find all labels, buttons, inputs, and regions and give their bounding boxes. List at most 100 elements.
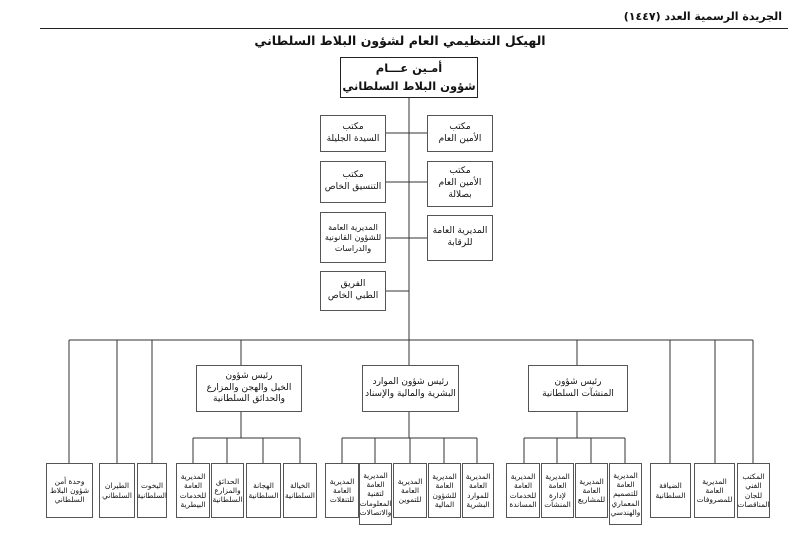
unit-15-line1: المديرية	[579, 476, 604, 486]
unit-9-line3: لتقنية	[367, 489, 384, 499]
head-middle-line2: البشرية والمالية والإسناد	[365, 388, 456, 399]
unit-10-line2: العامة	[400, 485, 420, 495]
oversight-directorate-box: المديرية العامة للرقابة	[427, 215, 493, 261]
unit-9-line2: العامة	[366, 480, 385, 490]
office-coordination-line1: مكتب	[342, 170, 364, 181]
unit-18-line2: العامة	[705, 485, 724, 495]
unit-7-line2: السلطانية	[285, 490, 315, 500]
head-royal-facilities-box: رئيس شؤون المنشآت السلطانية	[528, 365, 628, 412]
unit-9-line5: والاتصالات	[359, 507, 392, 517]
office-coordination-line2: التنسيق الخاص	[324, 182, 382, 192]
unit-royal-yachts-box: اليخوت السلطانية	[137, 463, 167, 518]
secretary-general-box: أمـين عـــام شؤون البلاط السلطاني	[340, 57, 478, 98]
oversight-line1: المديرية العامة	[432, 226, 488, 237]
unit-3-line1: اليخوت	[140, 481, 164, 491]
office-lady-line1: مكتب	[342, 121, 364, 132]
unit-8-line3: للتنقلات	[329, 495, 355, 505]
unit-16-line4: المعماري	[611, 498, 640, 508]
unit-6-line1: الهجانة	[253, 481, 274, 491]
unit-royal-flight-box: الطيران السلطاني	[99, 463, 135, 518]
unit-4-line1: المديرية	[180, 472, 206, 482]
unit-19-line1: المكتب	[742, 472, 765, 482]
unit-15-line3: للمشاريع	[577, 495, 606, 505]
secretary-general-subtitle: شؤون البلاط السلطاني	[342, 78, 476, 93]
office-salalah-line1: مكتب	[449, 166, 471, 177]
head-right-line2: المنشآت السلطانية	[542, 388, 614, 399]
head-left-line1: رئيس شؤون	[225, 370, 273, 381]
unit-2-line2: السلطاني	[102, 490, 132, 500]
legal-affairs-directorate-box: المديرية العامة للشؤون القانونية والدراس…	[320, 212, 386, 263]
legal-line1: المديرية العامة	[328, 222, 378, 233]
unit-11-line4: المالية	[434, 499, 455, 509]
unit-17-line2: السلطانية	[655, 490, 686, 500]
unit-7-line1: الخيالة	[290, 481, 310, 491]
unit-transport-box: المديرية العامة للتنقلات	[325, 463, 359, 518]
unit-9-line1: المديرية	[363, 471, 388, 481]
unit-5-line1: الحدائق	[215, 476, 240, 486]
unit-4-line3: للخدمات	[179, 490, 207, 500]
unit-3-line2: السلطانية	[137, 490, 167, 500]
office-salalah-line3: بصلالة	[448, 189, 472, 200]
unit-11-line1: المديرية	[432, 472, 457, 482]
unit-16-line3: للتصميم	[613, 489, 638, 499]
unit-16-line1: المديرية	[613, 471, 638, 481]
office-secretary-general-box: مكتب الأمين العام	[427, 115, 493, 152]
office-lady-line2: السيدة الجليلة	[326, 133, 380, 144]
unit-19-line2: الفني	[745, 481, 762, 491]
head-middle-line1: رئيس شؤون الموارد	[372, 376, 449, 387]
unit-veterinary-box: المديرية العامة للخدمات البيطرية	[176, 463, 210, 518]
head-left-line3: والحدائق السلطانية	[213, 394, 285, 405]
unit-cavalry-box: الخيالة السلطانية	[283, 463, 317, 518]
secretary-general-title: أمـين عـــام	[375, 61, 443, 76]
office-sg-line2: الأمين العام	[438, 133, 482, 144]
unit-19-line3: للجان	[744, 490, 763, 500]
office-salalah-line2: الأمين العام	[438, 178, 482, 189]
unit-14-line1: المديرية	[545, 472, 570, 482]
unit-royal-hospitality-box: الضيافة السلطانية	[650, 463, 691, 518]
unit-16-line2: العامة	[616, 480, 635, 490]
unit-camel-corps-box: الهجانة السلطانية	[246, 463, 281, 518]
chart-title: الهيكل التنظيمي العام لشؤون البلاط السلط…	[254, 33, 546, 48]
unit-4-line4: البيطرية	[180, 499, 206, 509]
unit-19-line4: المناقصات	[737, 499, 770, 509]
legal-line2: للشؤون القانونية	[324, 232, 382, 243]
unit-security-box: وحدة أمن شؤون البلاط السلطاني	[46, 463, 93, 518]
head-left-line2: الخيل والهجن والمزارع	[206, 382, 292, 393]
unit-16-line5: والهندسي	[610, 507, 641, 517]
unit-13-line1: المديرية	[510, 472, 536, 482]
unit-12-line2: العامة	[468, 481, 488, 491]
unit-architectural-design-box: المديرية العامة للتصميم المعماري والهندس…	[609, 463, 642, 525]
office-sg-salalah-box: مكتب الأمين العام بصلالة	[427, 161, 493, 207]
unit-facilities-management-box: المديرية العامة لإدارة المنشآت	[541, 463, 574, 518]
unit-9-line4: المعلومات	[359, 498, 392, 508]
unit-13-line3: للخدمات	[509, 490, 537, 500]
oversight-line2: للرقابة	[447, 238, 473, 248]
unit-12-line1: المديرية	[465, 472, 491, 482]
unit-2-line1: الطيران	[104, 481, 130, 491]
unit-finance-box: المديرية العامة للشؤون المالية	[428, 463, 461, 518]
unit-projects-box: المديرية العامة للمشاريع	[575, 463, 608, 518]
legal-line3: والدراسات	[334, 242, 372, 253]
unit-10-line1: المديرية	[397, 476, 423, 486]
unit-14-line3: لإدارة	[549, 490, 567, 500]
unit-11-line3: للشؤون	[432, 490, 457, 500]
unit-it-communications-box: المديرية العامة لتقنية المعلومات والاتصا…	[359, 463, 392, 525]
unit-13-line2: العامة	[513, 481, 533, 491]
head-horses-camels-farms-box: رئيس شؤون الخيل والهجن والمزارع والحدائق…	[196, 365, 302, 412]
unit-tender-committees-box: المكتب الفني للجان المناقصات	[737, 463, 770, 518]
office-special-coordination-box: مكتب التنسيق الخاص	[320, 161, 386, 203]
unit-14-line4: المنشآت	[544, 499, 571, 509]
unit-5-line3: السلطانية	[212, 495, 243, 505]
unit-1-line2: شؤون البلاط	[49, 485, 90, 495]
unit-12-line3: للموارد	[467, 490, 489, 500]
unit-18-line1: المديرية	[702, 476, 727, 486]
unit-12-line4: البشرية	[466, 499, 490, 509]
unit-support-services-box: المديرية العامة للخدمات المساندة	[506, 463, 540, 518]
unit-14-line2: العامة	[548, 481, 567, 491]
unit-human-resources-box: المديرية العامة للموارد البشرية	[462, 463, 494, 518]
unit-1-line3: السلطاني	[54, 495, 85, 505]
medical-team-box: الفريق الطبي الخاص	[320, 271, 386, 311]
unit-11-line2: العامة	[435, 481, 454, 491]
unit-15-line2: العامة	[582, 485, 601, 495]
